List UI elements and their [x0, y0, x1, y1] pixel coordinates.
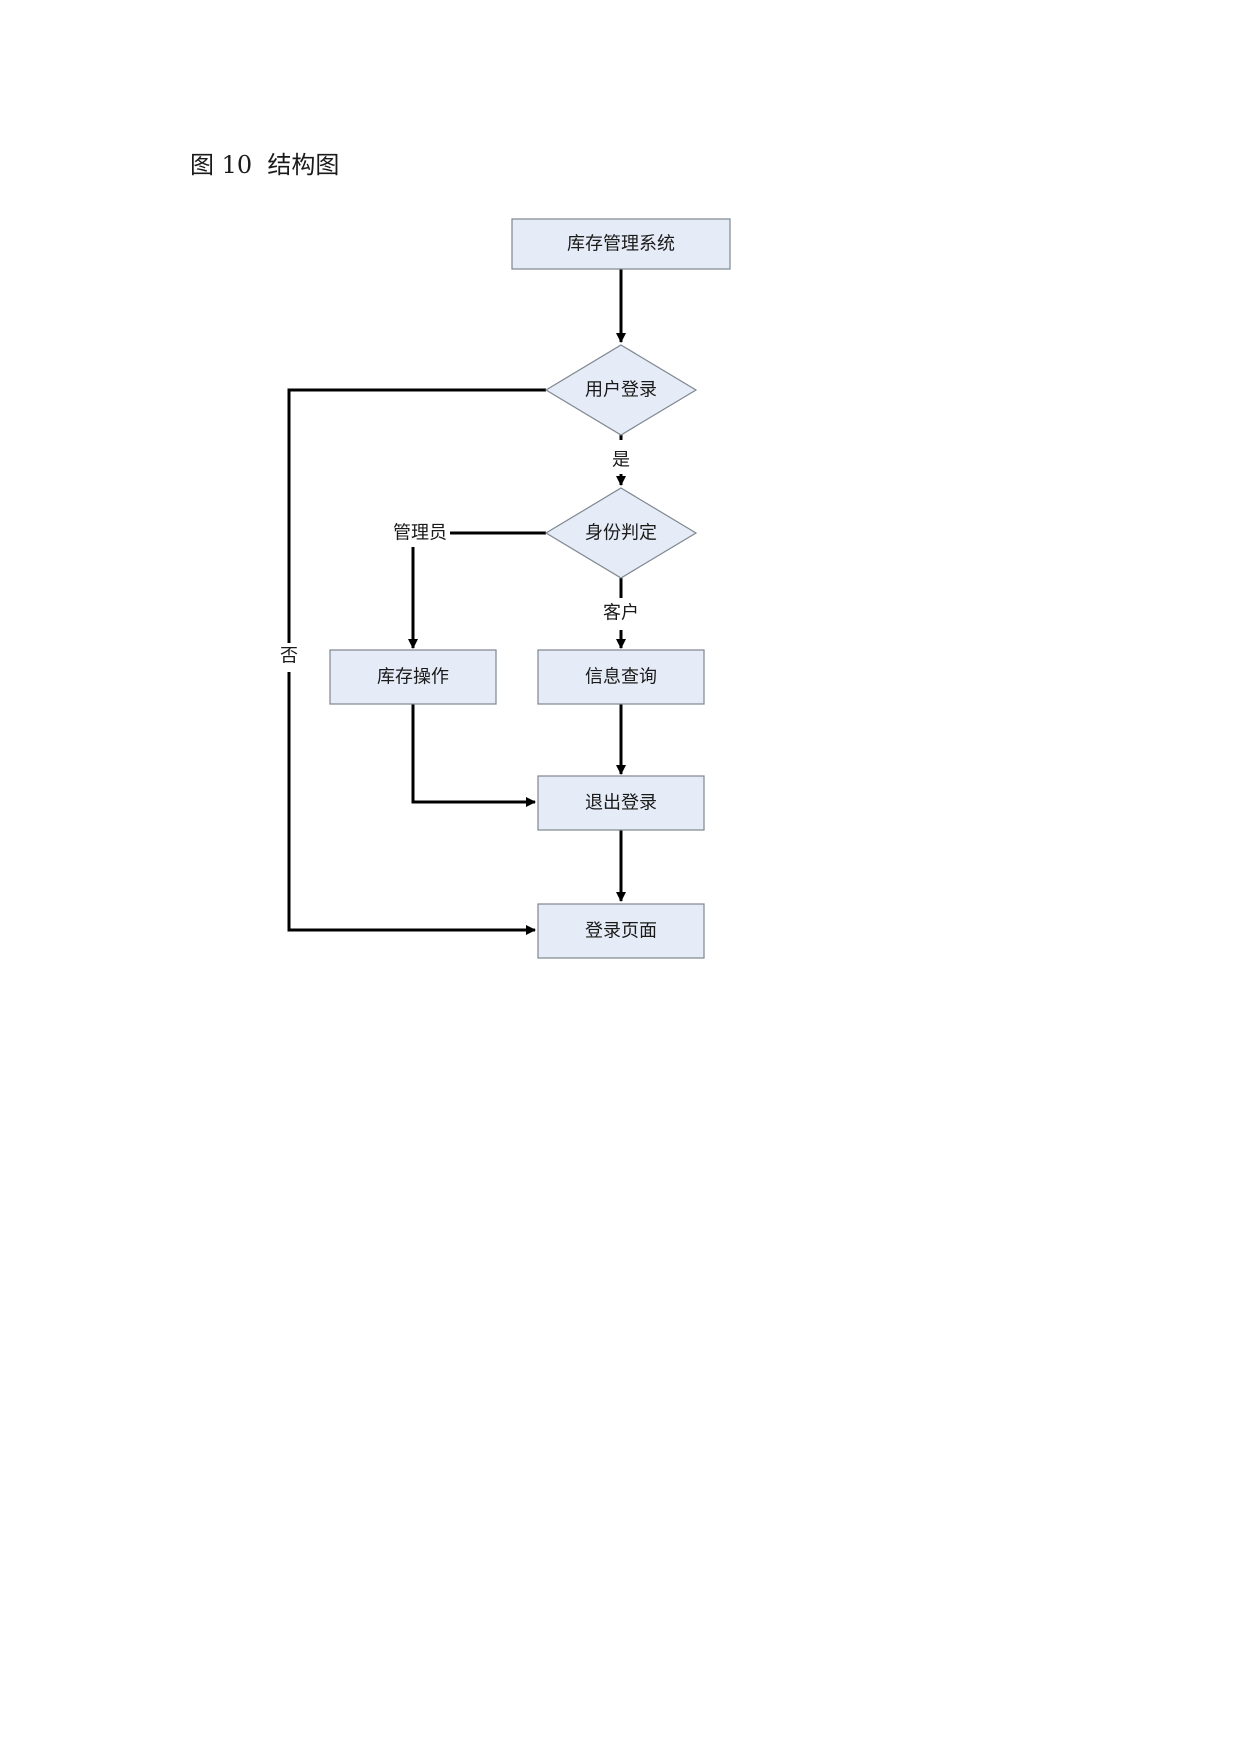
edge-label-customer: 客户 — [603, 603, 639, 624]
node-system: 库存管理系统 — [511, 218, 731, 270]
node-login-check-label: 用户登录 — [585, 380, 657, 401]
edge-login-no — [287, 388, 546, 643]
node-info-query-label: 信息查询 — [585, 667, 657, 688]
edge-label-yes: 是 — [612, 450, 630, 471]
edge-login-no-lower — [287, 672, 536, 935]
node-identity-check: 身份判定 — [544, 487, 698, 579]
node-login-page-label: 登录页面 — [585, 921, 657, 942]
edge-stock-to-logout — [411, 703, 536, 807]
node-logout-label: 退出登录 — [585, 793, 657, 814]
edge-label-no: 否 — [280, 646, 298, 667]
node-identity-check-label: 身份判定 — [585, 523, 657, 544]
node-login-page: 登录页面 — [537, 903, 705, 959]
flowchart: 库存管理系统 用户登录 身份判定 库存操作 信息查询 退出登录 登录页面 是 否… — [280, 218, 731, 959]
node-stock-ops-label: 库存操作 — [377, 667, 449, 688]
edges — [287, 268, 626, 935]
node-system-label: 库存管理系统 — [567, 234, 675, 255]
node-info-query: 信息查询 — [537, 649, 705, 705]
node-login-check: 用户登录 — [544, 344, 698, 436]
node-stock-ops: 库存操作 — [329, 649, 497, 705]
node-logout: 退出登录 — [537, 775, 705, 831]
figure-caption: 图 10 结构图 — [190, 151, 340, 179]
edge-label-admin: 管理员 — [393, 523, 447, 544]
